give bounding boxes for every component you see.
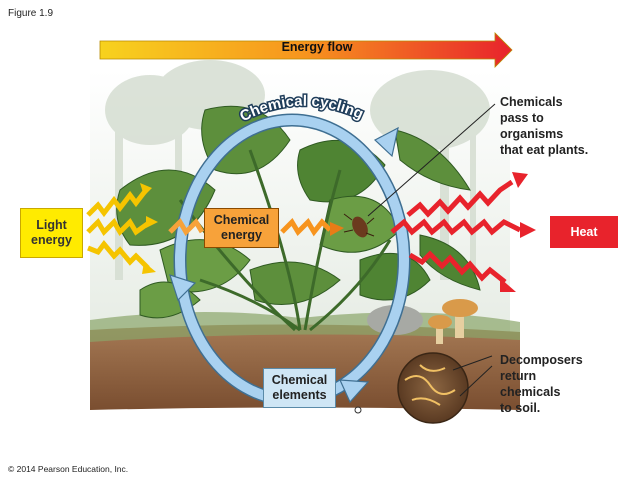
chemical-energy-box: Chemical energy: [204, 208, 279, 248]
energy-flow-label: Energy flow: [281, 40, 353, 54]
annotation-plants: Chemicals pass to organisms that eat pla…: [500, 95, 589, 157]
light-energy-box: Light energy: [20, 208, 83, 258]
chemical-elements-box: Chemical elements: [263, 368, 336, 408]
beetle: [343, 213, 375, 238]
mushrooms: [428, 299, 478, 344]
annotation-decomposers: Decomposers return chemicals to soil.: [500, 353, 583, 415]
figure-label: Figure 1.9: [8, 8, 54, 19]
copyright-notice: © 2014 Pearson Education, Inc.: [8, 464, 129, 474]
plant-stems: [178, 149, 392, 332]
heat-arrows: [390, 172, 536, 292]
decomposer-detail-circle: [354, 352, 469, 424]
heat-box: Heat: [550, 216, 618, 248]
chemical-energy-arrows: [168, 217, 344, 237]
leader-lines: [367, 103, 496, 397]
energy-flow-arrow: [99, 32, 513, 68]
light-energy-arrows: [86, 183, 158, 274]
